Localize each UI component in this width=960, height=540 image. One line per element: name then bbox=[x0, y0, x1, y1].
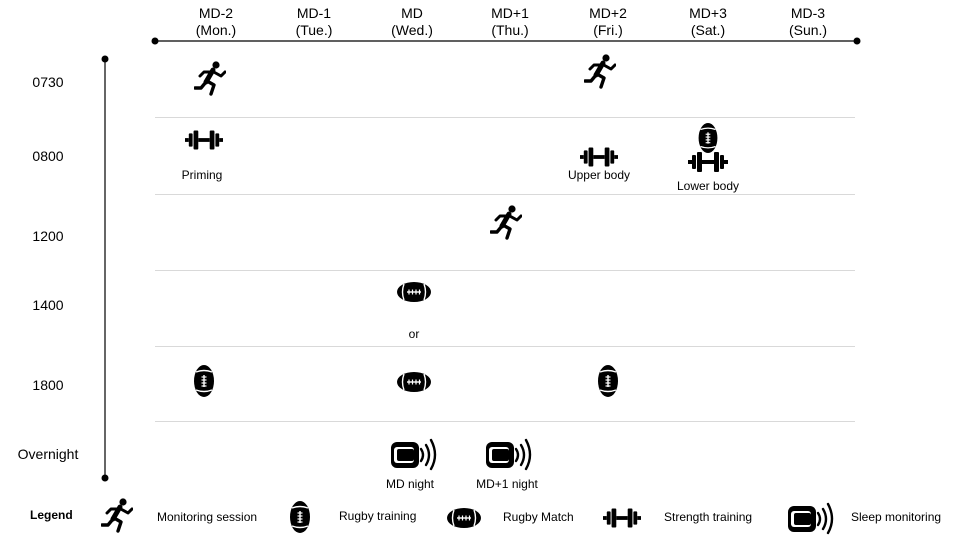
day-axis-start-dot bbox=[151, 37, 159, 45]
running-person-icon bbox=[194, 60, 226, 96]
time-label-0730: 0730 bbox=[32, 74, 64, 90]
dumbbell-icon bbox=[688, 151, 728, 173]
row-divider bbox=[155, 421, 855, 422]
time-label-1200: 1200 bbox=[32, 228, 64, 244]
rugby-ball-horizontal-icon bbox=[396, 281, 432, 303]
rugby-ball-horizontal-icon bbox=[446, 507, 482, 529]
sleep-watch-icon bbox=[485, 436, 535, 472]
dumbbell-icon bbox=[185, 129, 223, 151]
priming-label: Priming bbox=[181, 168, 223, 182]
day-header-md-3: MD-3(Sun.) bbox=[788, 5, 828, 38]
day-header-md+3: MD+3(Sat.) bbox=[689, 5, 727, 38]
rugby-ball-horizontal-icon bbox=[396, 371, 432, 393]
md-night-label: MD night bbox=[385, 477, 435, 491]
time-label-1400: 1400 bbox=[32, 297, 64, 313]
rugby-ball-upright-icon bbox=[697, 122, 719, 154]
sleep-watch-icon bbox=[390, 436, 440, 472]
day-header-md: MD(Wed.) bbox=[391, 5, 433, 38]
rugby-ball-upright-icon bbox=[193, 364, 215, 398]
running-person-icon bbox=[490, 204, 522, 240]
dumbbell-icon bbox=[580, 146, 618, 168]
time-axis-start-dot bbox=[101, 55, 109, 63]
time-axis-end-dot bbox=[101, 474, 109, 482]
or-label: or bbox=[408, 327, 420, 341]
row-divider bbox=[155, 346, 855, 347]
legend-monitoring-label: Monitoring session bbox=[157, 510, 258, 524]
legend-sleep-label: Sleep monitoring bbox=[851, 510, 942, 524]
legend-title: Legend bbox=[30, 508, 73, 522]
day-header-md+1: MD+1(Thu.) bbox=[491, 5, 529, 38]
row-divider bbox=[155, 194, 855, 195]
day-header-md-2: MD-2(Mon.) bbox=[195, 5, 237, 38]
lower-body-label: Lower body bbox=[676, 179, 740, 193]
upper-body-label: Upper body bbox=[567, 168, 631, 182]
day-header-md+2: MD+2(Fri.) bbox=[589, 5, 627, 38]
md1-night-label: MD+1 night bbox=[476, 477, 538, 491]
time-label-1800: 1800 bbox=[32, 377, 64, 393]
day-axis-end-dot bbox=[853, 37, 861, 45]
running-person-icon bbox=[584, 53, 616, 89]
row-divider bbox=[155, 270, 855, 271]
rugby-ball-upright-icon bbox=[289, 500, 311, 534]
running-person-icon bbox=[101, 497, 133, 533]
legend-strength-label: Strength training bbox=[664, 510, 753, 524]
legend-rugby-match-label: Rugby Match bbox=[503, 510, 574, 524]
dumbbell-icon bbox=[603, 507, 641, 529]
row-divider bbox=[155, 117, 855, 118]
sleep-watch-icon bbox=[787, 500, 837, 536]
day-header-md-1: MD-1(Tue.) bbox=[295, 5, 333, 38]
time-label-0800: 0800 bbox=[32, 148, 64, 164]
rugby-ball-upright-icon bbox=[597, 364, 619, 398]
time-label-overnight: Overnight bbox=[17, 446, 79, 462]
legend-rugby-training-label: Rugby training bbox=[339, 509, 417, 523]
